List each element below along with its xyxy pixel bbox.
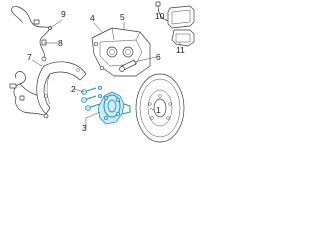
brake-rotor[interactable] bbox=[135, 73, 185, 143]
callout-8: 8 bbox=[58, 38, 63, 48]
callout-7: 7 bbox=[27, 52, 32, 62]
callout-4: 4 bbox=[90, 13, 95, 23]
brake-assembly-diagram: 1 2 3 4 5 6 7 8 9 10 11 bbox=[9, 1, 195, 143]
sensor-wire-harness[interactable] bbox=[11, 6, 52, 62]
callout-2: 2 bbox=[71, 84, 76, 94]
leader-lines bbox=[31, 9, 181, 128]
callout-1: 1 bbox=[156, 105, 161, 115]
callout-10: 10 bbox=[155, 11, 165, 21]
callout-labels: 1 2 3 4 5 6 7 8 9 10 11 bbox=[27, 9, 185, 133]
callout-11: 11 bbox=[176, 45, 185, 55]
hub-and-bearing-assembly[interactable] bbox=[97, 91, 131, 125]
callout-6: 6 bbox=[156, 52, 161, 62]
brake-splash-shield[interactable] bbox=[36, 61, 87, 115]
callout-3: 3 bbox=[82, 123, 87, 133]
callout-5: 5 bbox=[120, 12, 125, 22]
wheel-hub-bolts[interactable] bbox=[81, 86, 103, 111]
brake-pads[interactable] bbox=[167, 5, 195, 47]
caliper-bolt[interactable] bbox=[119, 59, 137, 72]
callout-9: 9 bbox=[61, 9, 66, 19]
